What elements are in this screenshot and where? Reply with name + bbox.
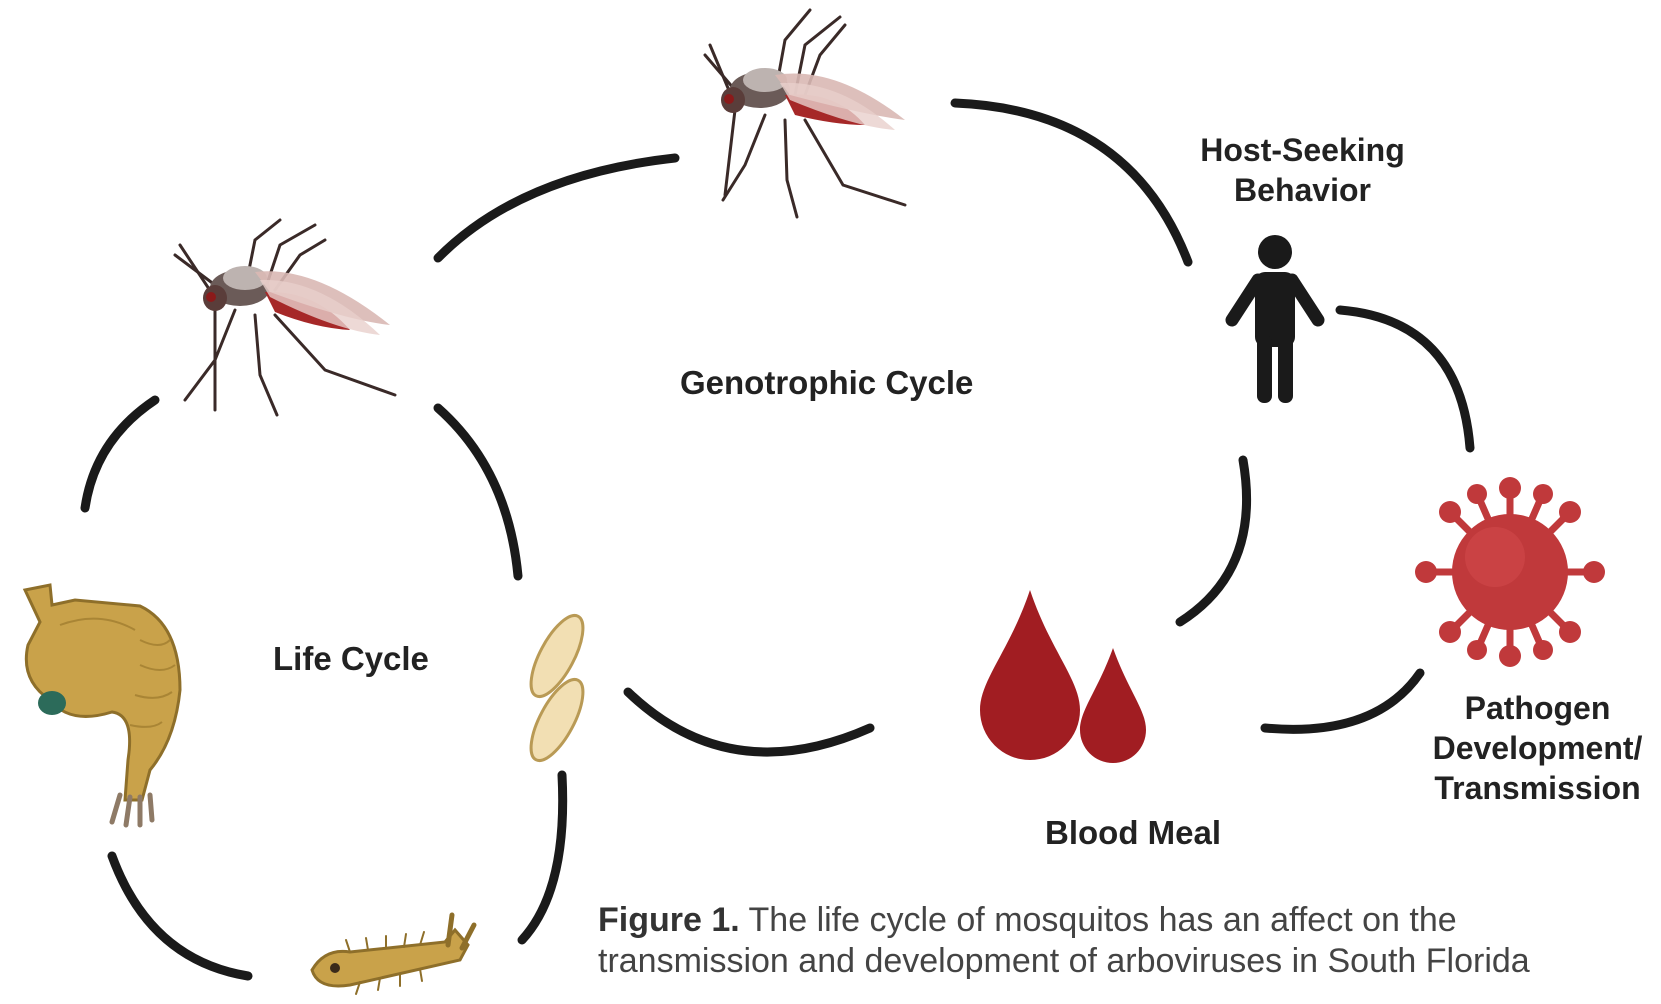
cycle-arcs bbox=[85, 103, 1470, 976]
genotrophic-cycle-label: Genotrophic Cycle bbox=[680, 362, 973, 403]
pathogen-label: Pathogen Development/ Transmission bbox=[1425, 688, 1650, 808]
pathogen-line2: Development/ bbox=[1425, 728, 1650, 768]
larva-icon bbox=[312, 915, 474, 994]
mosquito-icon bbox=[175, 220, 395, 415]
blood-meal-label: Blood Meal bbox=[1045, 812, 1221, 853]
life-cycle-label: Life Cycle bbox=[273, 638, 429, 679]
pathogen-line3: Transmission bbox=[1425, 768, 1650, 808]
pupa-icon bbox=[25, 585, 180, 825]
blood-drop-icon bbox=[980, 590, 1080, 760]
human-figure-icon bbox=[1232, 235, 1318, 403]
arc-life-right-lower bbox=[522, 775, 563, 940]
host-seeking-line1: Host-Seeking bbox=[1185, 130, 1420, 170]
arc-genotrophic-bottom bbox=[628, 692, 870, 752]
figure-caption: Figure 1. The life cycle of mosquitos ha… bbox=[598, 900, 1598, 982]
host-seeking-label: Host-Seeking Behavior bbox=[1185, 130, 1420, 210]
caption-text-line2: transmission and development of arboviru… bbox=[598, 941, 1598, 982]
arc-pathogen-bottom bbox=[1265, 673, 1420, 729]
mosquito-icon bbox=[705, 10, 905, 217]
arc-genotrophic-top-right bbox=[955, 103, 1188, 262]
arc-genotrophic-top-left bbox=[438, 158, 675, 258]
virus-icon bbox=[1415, 477, 1605, 667]
blood-drop-icon bbox=[1080, 648, 1146, 763]
arc-life-bottom-left bbox=[112, 856, 248, 976]
caption-text-line1: The life cycle of mosquitos has an affec… bbox=[740, 901, 1457, 939]
arc-life-top-left bbox=[85, 400, 155, 508]
pathogen-line1: Pathogen bbox=[1425, 688, 1650, 728]
arc-life-right-upper bbox=[438, 408, 518, 576]
host-seeking-line2: Behavior bbox=[1185, 170, 1420, 210]
arc-genotrophic-right bbox=[1180, 460, 1247, 622]
arc-pathogen-top bbox=[1340, 310, 1470, 448]
caption-line1: Figure 1. The life cycle of mosquitos ha… bbox=[598, 900, 1598, 941]
caption-lead: Figure 1. bbox=[598, 901, 740, 939]
